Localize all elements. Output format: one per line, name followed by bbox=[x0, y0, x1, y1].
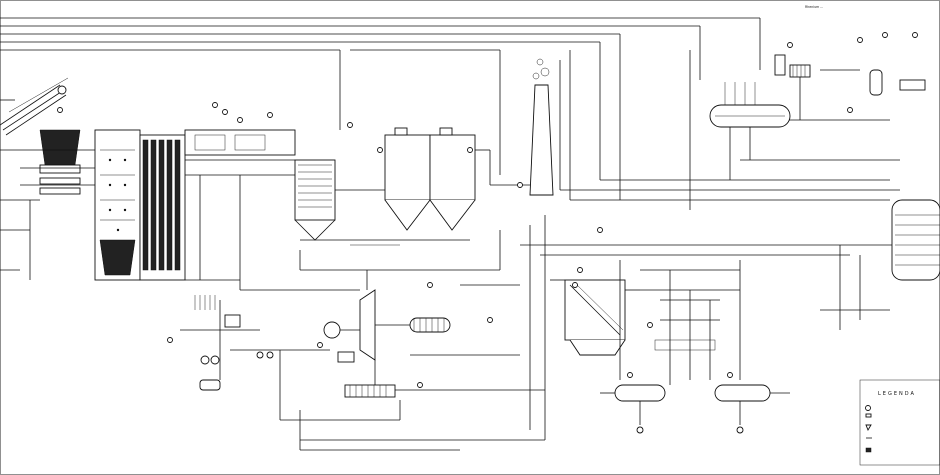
stack bbox=[489, 58, 554, 196]
condenser bbox=[344, 317, 451, 398]
top-drum bbox=[709, 54, 926, 180]
legend-title: LEGENDA bbox=[878, 391, 916, 397]
left-connections bbox=[0, 99, 40, 280]
coal-conveyor bbox=[0, 77, 95, 195]
tanks bbox=[600, 384, 790, 434]
main-pipe-headers bbox=[0, 17, 900, 210]
instrument-bubbles bbox=[57, 32, 918, 388]
heat-exchanger bbox=[550, 279, 640, 356]
pump-group bbox=[194, 295, 274, 391]
legend: LEGENDA bbox=[859, 379, 940, 466]
right-drum bbox=[820, 199, 940, 330]
boiler bbox=[94, 129, 186, 281]
valve-station bbox=[619, 260, 741, 385]
header-note: Rhenium ... bbox=[805, 5, 823, 9]
lower-piping bbox=[180, 215, 900, 451]
bag-filters bbox=[300, 127, 490, 246]
flue-duct bbox=[184, 129, 336, 290]
turbine bbox=[323, 270, 410, 363]
